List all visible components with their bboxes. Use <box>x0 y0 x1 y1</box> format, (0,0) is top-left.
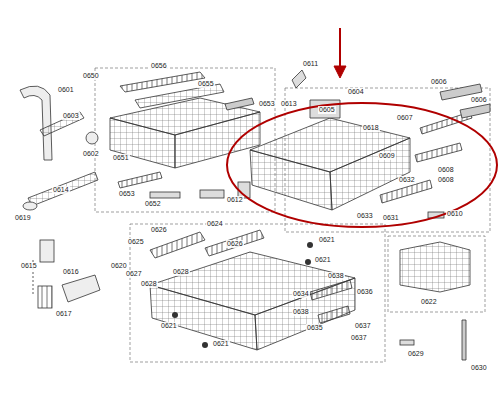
callout-number: 0629 <box>407 350 425 358</box>
callout-number: 0602 <box>82 150 100 158</box>
callout-number: 0628 <box>140 280 158 288</box>
callout-number: 0637 <box>354 322 372 330</box>
callout-number: 0628 <box>172 268 190 276</box>
callout-number: 0655 <box>197 80 215 88</box>
callout-number: 0606 <box>470 96 488 104</box>
callout-number: 0627 <box>125 270 143 278</box>
callout-number: 0608 <box>437 176 455 184</box>
callout-number: 0621 <box>160 322 178 330</box>
callout-number: 0631 <box>382 214 400 222</box>
callout-number: 0617 <box>55 310 73 318</box>
callout-number: 0653 <box>258 100 276 108</box>
callout-number: 0626 <box>226 240 244 248</box>
callout-number: 0652 <box>144 200 162 208</box>
callout-number: 0601 <box>57 86 75 94</box>
callout-number: 0614 <box>52 186 70 194</box>
callout-number: 0609 <box>378 152 396 160</box>
group-frame <box>130 224 385 362</box>
callout-number: 0626 <box>150 226 168 234</box>
callout-number: 0612 <box>226 196 244 204</box>
callout-number: 0650 <box>82 72 100 80</box>
group-frame <box>388 236 485 312</box>
callout-number: 0638 <box>327 272 345 280</box>
callout-number: 0606 <box>430 78 448 86</box>
callout-number: 0616 <box>62 268 80 276</box>
callout-number: 0615 <box>20 262 38 270</box>
callout-number: 0620 <box>110 262 128 270</box>
callout-number: 0622 <box>420 298 438 306</box>
callout-number: 0653 <box>118 190 136 198</box>
callout-number: 0634 <box>292 290 310 298</box>
callout-number: 0625 <box>127 238 145 246</box>
highlight-ellipse <box>227 103 497 227</box>
pointer-arrow <box>334 28 346 78</box>
callout-number: 0624 <box>206 220 224 228</box>
callout-number: 0608 <box>437 166 455 174</box>
callout-number: 0636 <box>356 288 374 296</box>
callout-number: 0621 <box>318 236 336 244</box>
callout-number: 0633 <box>356 212 374 220</box>
group-frame <box>95 68 275 212</box>
callout-number: 0610 <box>446 210 464 218</box>
callout-number: 0619 <box>14 214 32 222</box>
callout-number: 0656 <box>150 62 168 70</box>
callout-number: 0603 <box>62 112 80 120</box>
callout-number: 0604 <box>347 88 365 96</box>
callout-number: 0637 <box>350 334 368 342</box>
callout-number: 0621 <box>314 256 332 264</box>
callout-number: 0632 <box>398 176 416 184</box>
callout-number: 0635 <box>306 324 324 332</box>
callout-number: 0611 <box>302 60 319 68</box>
callout-number: 0621 <box>212 340 230 348</box>
callout-number: 0651 <box>112 154 130 162</box>
callout-number: 0613 <box>280 100 298 108</box>
callout-number: 0638 <box>292 308 310 316</box>
callout-number: 0618 <box>362 124 380 132</box>
callout-number: 0630 <box>470 364 488 372</box>
callout-number: 0605 <box>318 106 336 114</box>
callout-number: 0607 <box>396 114 414 122</box>
